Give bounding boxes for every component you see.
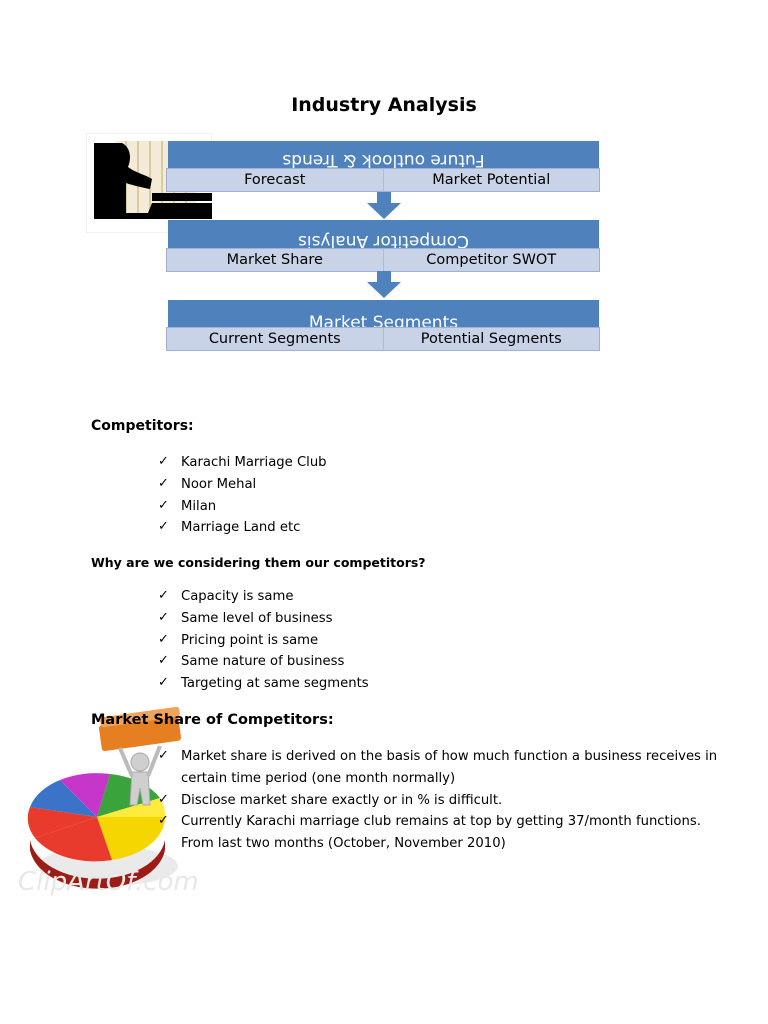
diagram-level-1-header: Future outlook & Trends	[282, 150, 485, 170]
list-item: ✓Currently Karachi marriage club remains…	[158, 813, 701, 852]
clipart-watermark: ClipArtOf.com	[18, 867, 199, 897]
down-arrow-icon	[367, 271, 401, 298]
list-item: ✓Same nature of business	[158, 653, 345, 670]
diagram-item-forecast: Forecast	[244, 172, 306, 188]
down-arrow-icon	[367, 192, 401, 219]
list-item: ✓Marriage Land etc	[158, 519, 301, 536]
competitors-list: ✓Karachi Marriage Club ✓Noor Mehal ✓Mila…	[158, 452, 327, 539]
list-item: ✓Pricing point is same	[158, 631, 319, 648]
market-share-list: ✓Market share is derived on the basis of…	[158, 746, 717, 855]
checkmark-icon: ✓	[158, 609, 169, 625]
checkmark-icon: ✓	[158, 675, 169, 691]
checkmark-icon: ✓	[158, 519, 169, 535]
page-title: Industry Analysis	[291, 94, 477, 116]
pie-chart-clipart: ClipArtOf.com	[18, 706, 199, 897]
checkmark-icon: ✓	[158, 791, 169, 807]
list-item: ✓Noor Mehal	[158, 475, 257, 492]
competitors-heading: Competitors:	[91, 418, 194, 434]
checkmark-icon: ✓	[158, 631, 169, 647]
diagram-item-potential-segments: Potential Segments	[382, 328, 600, 350]
checkmark-icon: ✓	[158, 813, 169, 829]
market-share-heading: Market Share of Competitors:	[91, 712, 334, 728]
list-item: ✓Disclose market share exactly or in % i…	[158, 791, 503, 808]
diagram-item-competitor-swot: Competitor SWOT	[382, 249, 600, 271]
diagram-item-market-share: Market Share	[226, 252, 323, 268]
list-item: ✓Targeting at same segments	[158, 675, 369, 692]
list-item: ✓Milan	[158, 497, 217, 514]
checkmark-icon: ✓	[158, 748, 169, 763]
checkmark-icon: ✓	[158, 475, 169, 491]
list-item: ✓Same level of business	[158, 609, 333, 626]
list-item: ✓Capacity is same	[158, 588, 294, 604]
checkmark-icon: ✓	[158, 653, 169, 669]
diagram-level-1-items: Forecast Market Potential	[166, 168, 600, 192]
list-item: ✓Market share is derived on the basis of…	[158, 748, 718, 786]
diagram-item-market-potential: Market Potential	[382, 169, 600, 191]
checkmark-icon: ✓	[158, 454, 169, 469]
why-question: Why are we considering them our competit…	[91, 555, 426, 570]
diagram-item-current-segments: Current Segments	[208, 331, 341, 347]
checkmark-icon: ✓	[158, 497, 169, 513]
checkmark-icon: ✓	[158, 588, 169, 603]
diagram-level-3-items: Current Segments Potential Segments	[166, 327, 600, 351]
list-item: ✓Karachi Marriage Club	[158, 454, 327, 470]
diagram-level-2-items: Market Share Competitor SWOT	[166, 248, 600, 272]
why-list: ✓Capacity is same ✓Same level of busines…	[158, 586, 369, 695]
